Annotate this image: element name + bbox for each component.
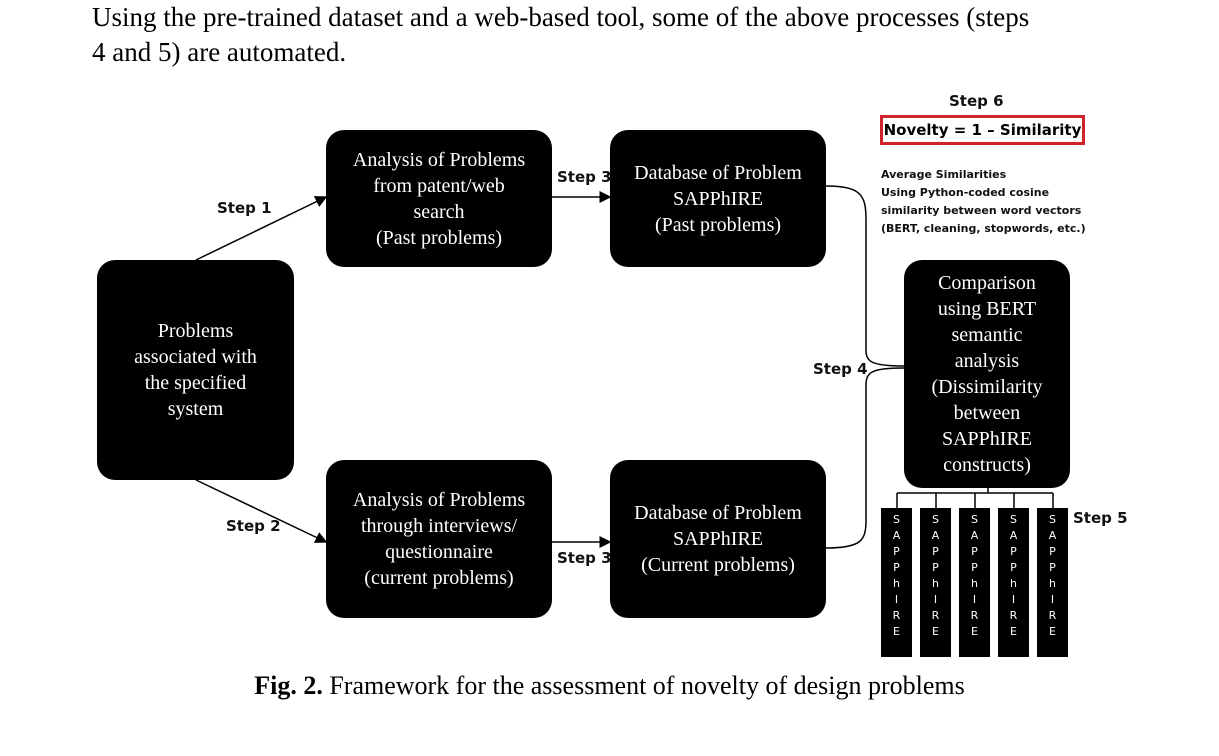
sapphire-letter: A bbox=[931, 529, 940, 542]
box-current-database: Database of Problem SAPPhIRE (Current pr… bbox=[610, 460, 826, 618]
sapphire-letter: h bbox=[971, 577, 978, 590]
similarity-note: Average Similarities Using Python-coded … bbox=[881, 168, 1086, 235]
sapphire-letter: h bbox=[1049, 577, 1056, 590]
sapphire-letter: h bbox=[1010, 577, 1017, 590]
intro-line-2: 4 and 5) are automated. bbox=[92, 37, 347, 67]
sapphire-letter: I bbox=[1011, 593, 1016, 606]
sapphire-letter: A bbox=[1048, 529, 1057, 542]
box-current-analysis: Analysis of Problems through interviews/… bbox=[326, 460, 552, 618]
caption-label: Fig. 2. bbox=[254, 671, 323, 700]
sapphire-letter: R bbox=[970, 609, 979, 622]
sapphire-letter: S bbox=[971, 513, 978, 526]
sapphire-letter: h bbox=[932, 577, 939, 590]
sapphire-letter: P bbox=[1049, 545, 1056, 558]
step4-label: Step 4 bbox=[813, 360, 868, 378]
sapphire-letter: P bbox=[932, 561, 939, 574]
sapphire-letter: S bbox=[893, 513, 900, 526]
sapphire-letter: R bbox=[1009, 609, 1018, 622]
sapphire-letter: S bbox=[1010, 513, 1017, 526]
step5-label: Step 5 bbox=[1073, 509, 1128, 527]
sapphire-letter: I bbox=[1050, 593, 1055, 606]
step6-label: Step 6 bbox=[949, 92, 1004, 110]
sapphire-letter: I bbox=[894, 593, 899, 606]
box-comparison: Comparison using BERT semantic analysis … bbox=[904, 260, 1070, 488]
sapphire-letter: P bbox=[932, 545, 939, 558]
sapphire-letter: I bbox=[933, 593, 938, 606]
sapphire-letter: A bbox=[1009, 529, 1018, 542]
sapphire-letter: R bbox=[892, 609, 901, 622]
sapphire-letter: E bbox=[932, 625, 939, 638]
sapphire-letter: E bbox=[1010, 625, 1017, 638]
brace-step4-top bbox=[825, 185, 905, 367]
sapphire-letter: P bbox=[1010, 545, 1017, 558]
novelty-formula-box: Novelty = 1 – Similarity bbox=[880, 115, 1085, 145]
sapphire-letter: E bbox=[893, 625, 900, 638]
step3-label-bottom: Step 3 bbox=[557, 549, 612, 567]
arrow-step1 bbox=[195, 196, 328, 261]
brace-step4-bottom bbox=[825, 367, 905, 549]
sapphire-letter: A bbox=[970, 529, 979, 542]
step1-label: Step 1 bbox=[217, 199, 272, 217]
sapphire-letter: P bbox=[1010, 561, 1017, 574]
figure-caption: Fig. 2. Framework for the assessment of … bbox=[0, 671, 1219, 701]
sapphire-letter: I bbox=[972, 593, 977, 606]
sapphire-letter: R bbox=[931, 609, 940, 622]
step2-label: Step 2 bbox=[226, 517, 281, 535]
box-past-database: Database of Problem SAPPhIRE (Past probl… bbox=[610, 130, 826, 267]
sapphire-letter: P bbox=[971, 545, 978, 558]
box-past-analysis: Analysis of Problems from patent/web sea… bbox=[326, 130, 552, 267]
step3-label-top: Step 3 bbox=[557, 168, 612, 186]
sapphire-letter: E bbox=[971, 625, 978, 638]
intro-line-1: Using the pre-trained dataset and a web-… bbox=[92, 2, 1030, 32]
sapphire-letter: R bbox=[1048, 609, 1057, 622]
sapphire-letter: P bbox=[893, 561, 900, 574]
sapphire-letter: E bbox=[1049, 625, 1056, 638]
sapphire-letter: S bbox=[932, 513, 939, 526]
novelty-formula: Novelty = 1 – Similarity bbox=[883, 121, 1082, 139]
caption-text: Framework for the assessment of novelty … bbox=[322, 671, 965, 700]
intro-paragraph: Using the pre-trained dataset and a web-… bbox=[92, 0, 1182, 70]
sapphire-letter: S bbox=[1049, 513, 1056, 526]
arrow-step2 bbox=[195, 479, 328, 543]
sapphire-letter: P bbox=[971, 561, 978, 574]
sapphire-letter: P bbox=[893, 545, 900, 558]
box-problems: Problems associated with the specified s… bbox=[97, 260, 294, 480]
sapphire-letter: h bbox=[893, 577, 900, 590]
sapphire-letter: P bbox=[1049, 561, 1056, 574]
sapphire-letter: A bbox=[892, 529, 901, 542]
